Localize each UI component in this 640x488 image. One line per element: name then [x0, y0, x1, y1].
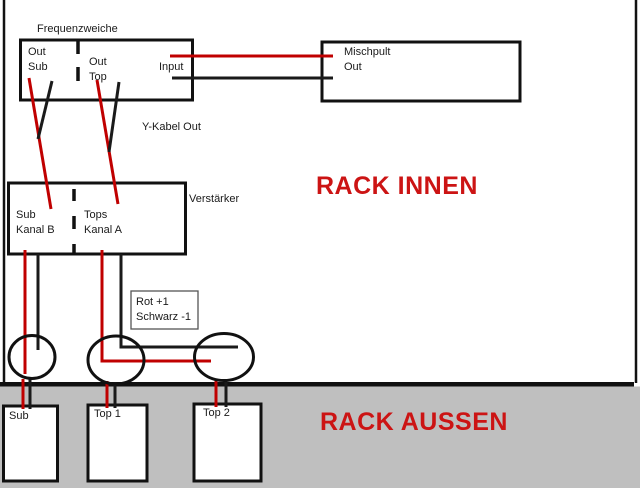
speakon-connector-2: [86, 334, 146, 386]
polarity-note: Rot +1 Schwarz -1: [136, 296, 192, 323]
mixer-box: [320, 40, 522, 103]
top1-speaker-box: [86, 403, 149, 483]
amplifier-channel-b: Sub Kanal B: [16, 209, 55, 236]
amplifier-title: Verstärker: [189, 193, 240, 205]
polarity-note-box: [130, 290, 199, 330]
top2-speaker-box: [192, 402, 263, 483]
amplifier-box: [7, 181, 187, 256]
sub-speaker-box: [2, 404, 59, 483]
amplifier-channel-a: Tops Kanal A: [84, 209, 122, 236]
wire-black-ampA-conn3: [119, 254, 238, 349]
top2-speaker-label: Top 2: [203, 407, 230, 419]
crossover-port-out-sub: Out Sub: [28, 46, 48, 73]
crossover-port-out-top: Out Top: [89, 56, 107, 83]
mixer-label: Mischpult Out: [344, 46, 391, 73]
wire-red-ampA-conn3: [100, 250, 211, 363]
y-cable-label: Y-Kabel Out: [142, 121, 201, 133]
speakon-connector-3: [193, 332, 255, 382]
crossover-title: Frequenzweiche: [37, 22, 118, 37]
wire-black-outtop-amp: [107, 81, 121, 153]
top1-speaker-label: Top 1: [94, 408, 121, 420]
crossover-title-text: Frequenzweiche: [37, 23, 118, 35]
wire-red-outtop-amp: [95, 79, 120, 205]
sub-speaker-label: Sub: [9, 410, 29, 422]
rack-innen-heading: RACK INNEN: [316, 172, 478, 200]
rack-divider-line: [0, 382, 634, 387]
crossover-port-input: Input: [159, 61, 184, 73]
rack-aussen-heading: RACK AUSSEN: [320, 408, 508, 436]
wire-black-outsub-amp: [36, 80, 54, 140]
wire-red-outsub-amp: [27, 77, 53, 210]
speakon-connector-1: [7, 334, 57, 380]
